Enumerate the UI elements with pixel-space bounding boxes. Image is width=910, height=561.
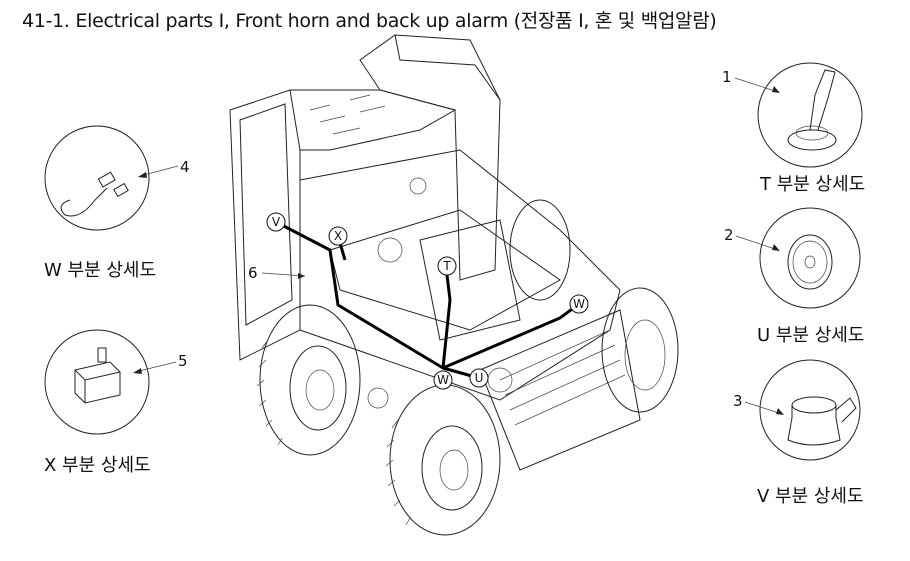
detail-u-caption: U 부분 상세도 xyxy=(757,325,864,346)
detail-t-caption: T 부분 상세도 xyxy=(759,174,865,195)
detail-u: 2 U 부분 상세도 xyxy=(724,207,864,346)
detail-w-caption: W 부분 상세도 xyxy=(44,260,156,281)
svg-text:X: X xyxy=(334,229,342,243)
svg-text:1: 1 xyxy=(722,68,732,86)
detail-w: 4 W 부분 상세도 xyxy=(44,125,190,281)
wheel-front-right xyxy=(601,287,679,413)
diagram-title: 41-1. Electrical parts I, Front horn and… xyxy=(22,10,717,32)
wheel-rear-right xyxy=(509,199,571,301)
detail-x-caption: X 부분 상세도 xyxy=(44,455,151,476)
svg-text:3: 3 xyxy=(733,392,743,410)
callout-u: U xyxy=(469,368,489,388)
callout-w-right: W xyxy=(569,294,589,314)
callout-v: V xyxy=(266,212,286,232)
svg-text:U: U xyxy=(475,371,484,385)
wheel-rear-left xyxy=(256,304,361,456)
svg-text:T: T xyxy=(442,259,451,273)
svg-text:2: 2 xyxy=(724,226,734,244)
callout-x: X xyxy=(328,226,348,246)
callout-w-bottom: W xyxy=(433,370,453,390)
detail-v-caption: V 부분 상세도 xyxy=(757,486,864,507)
svg-text:4: 4 xyxy=(180,158,190,176)
skid-steer-loader-drawing xyxy=(229,34,679,536)
callout-t: T xyxy=(437,256,457,276)
svg-text:W: W xyxy=(437,373,449,387)
detail-x: 5 X 부분 상세도 xyxy=(44,329,188,476)
detail-v: 3 V 부분 상세도 xyxy=(733,359,864,507)
svg-text:W: W xyxy=(573,297,585,311)
detail-t: 1 T 부분 상세도 xyxy=(722,62,865,195)
part-number-6: 6 xyxy=(248,264,258,282)
svg-text:5: 5 xyxy=(178,352,188,370)
wheel-front-left xyxy=(385,384,501,536)
svg-text:V: V xyxy=(272,215,281,229)
